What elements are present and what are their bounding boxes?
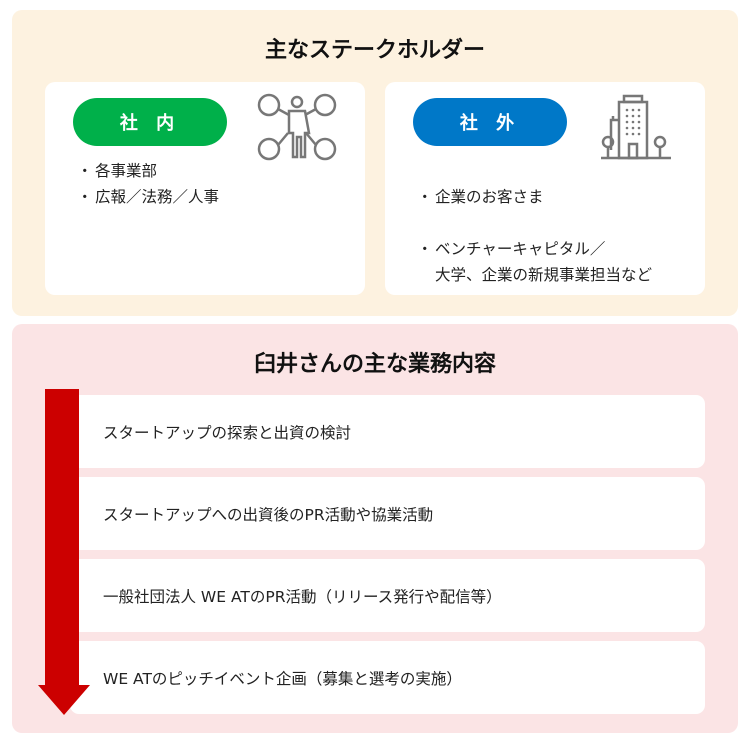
external-badge: 社 外 <box>413 98 567 146</box>
duty-item: スタートアップの探索と出資の検討 <box>70 395 705 468</box>
external-list: 企業のお客さま ベンチャーキャピタル／ 大学、企業の新規事業担当など <box>417 158 652 314</box>
duties-panel: 臼井さんの主な業務内容 スタートアップの探索と出資の検討 スタートアップへの出資… <box>12 324 738 733</box>
duty-item: 一般社団法人 WE ATのPR活動（リリース発行や配信等） <box>70 559 705 632</box>
stakeholders-title: 主なステークホルダー <box>264 38 485 63</box>
duty-item: スタートアップへの出資後のPR活動や協業活動 <box>70 477 705 550</box>
list-item: 企業のお客さま <box>417 184 652 210</box>
internal-badge: 社 内 <box>73 98 227 146</box>
office-building-icon <box>601 94 671 160</box>
stakeholders-panel: 主なステークホルダー 社 内 各事業部 広報／法務／人事 社 外 企業のお客さま… <box>12 10 738 316</box>
list-item: 各事業部 <box>77 158 219 184</box>
flow-arrow-icon <box>38 389 90 715</box>
internal-list: 各事業部 広報／法務／人事 <box>77 158 219 210</box>
internal-card: 社 内 各事業部 広報／法務／人事 <box>45 82 365 295</box>
people-network-icon <box>257 93 337 161</box>
duty-item: WE ATのピッチイベント企画（募集と選考の実施） <box>70 641 705 714</box>
list-item: 広報／法務／人事 <box>77 184 219 210</box>
duties-title: 臼井さんの主な業務内容 <box>253 352 496 377</box>
external-card: 社 外 企業のお客さま ベンチャーキャピタル／ 大学、企業の新規事業担当など <box>385 82 705 295</box>
list-item: ベンチャーキャピタル／ 大学、企業の新規事業担当など <box>417 236 652 288</box>
